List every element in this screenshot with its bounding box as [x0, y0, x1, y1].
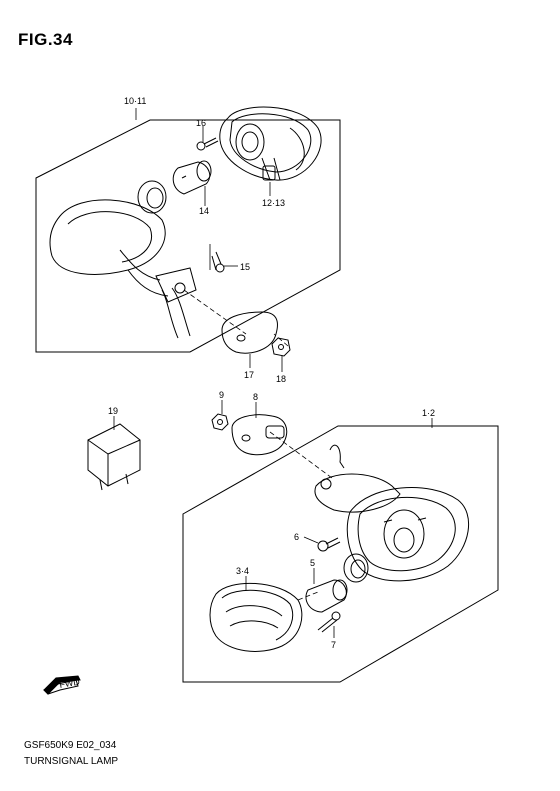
callout-9: 9 — [219, 390, 224, 400]
callout-6: 6 — [294, 532, 299, 542]
lower-lens-3-4 — [209, 582, 303, 652]
callout-14: 14 — [199, 206, 209, 216]
bulb-5 — [305, 579, 348, 613]
callout-10-11: 10·11 — [124, 96, 146, 106]
upper-assembly-frame — [35, 119, 341, 353]
fwd-label: FWD — [59, 676, 81, 689]
screw-7 — [317, 611, 341, 633]
callout-5: 5 — [310, 558, 315, 568]
lower-housing-1-2 — [314, 444, 470, 582]
screw-6 — [317, 537, 341, 552]
forward-arrow-icon — [43, 675, 81, 695]
bulb-14 — [172, 160, 212, 195]
callout-15: 15 — [240, 262, 250, 272]
alignment-lines — [183, 289, 333, 601]
nut-18 — [271, 337, 291, 357]
gasket-ring — [137, 180, 167, 214]
screw-15 — [211, 251, 225, 273]
relay-19 — [87, 423, 141, 491]
callout-19: 19 — [108, 406, 118, 416]
leader-lines — [113, 108, 433, 638]
diagram-name: TURNSIGNAL LAMP — [24, 756, 119, 767]
diagram-code: GSF650K9 E02_034 — [24, 740, 117, 751]
gasket-ring-lower — [343, 553, 369, 583]
rear-housing-12-13 — [219, 106, 322, 181]
callout-12-13: 12·13 — [262, 198, 285, 208]
figure-title: FIG.34 — [18, 30, 73, 49]
callout-8: 8 — [253, 392, 258, 402]
upper-lens — [49, 199, 197, 339]
callout-17: 17 — [244, 370, 254, 380]
callout-16: 16 — [196, 118, 206, 128]
callout-7: 7 — [331, 640, 336, 650]
callout-1-2: 1·2 — [422, 408, 435, 418]
lower-assembly-frame — [182, 425, 499, 683]
nut-9 — [211, 413, 229, 431]
callout-18: 18 — [276, 374, 286, 384]
callout-3-4: 3·4 — [236, 566, 249, 576]
screw-16 — [196, 137, 219, 151]
plate-8 — [231, 414, 288, 456]
plate-17 — [221, 311, 278, 354]
